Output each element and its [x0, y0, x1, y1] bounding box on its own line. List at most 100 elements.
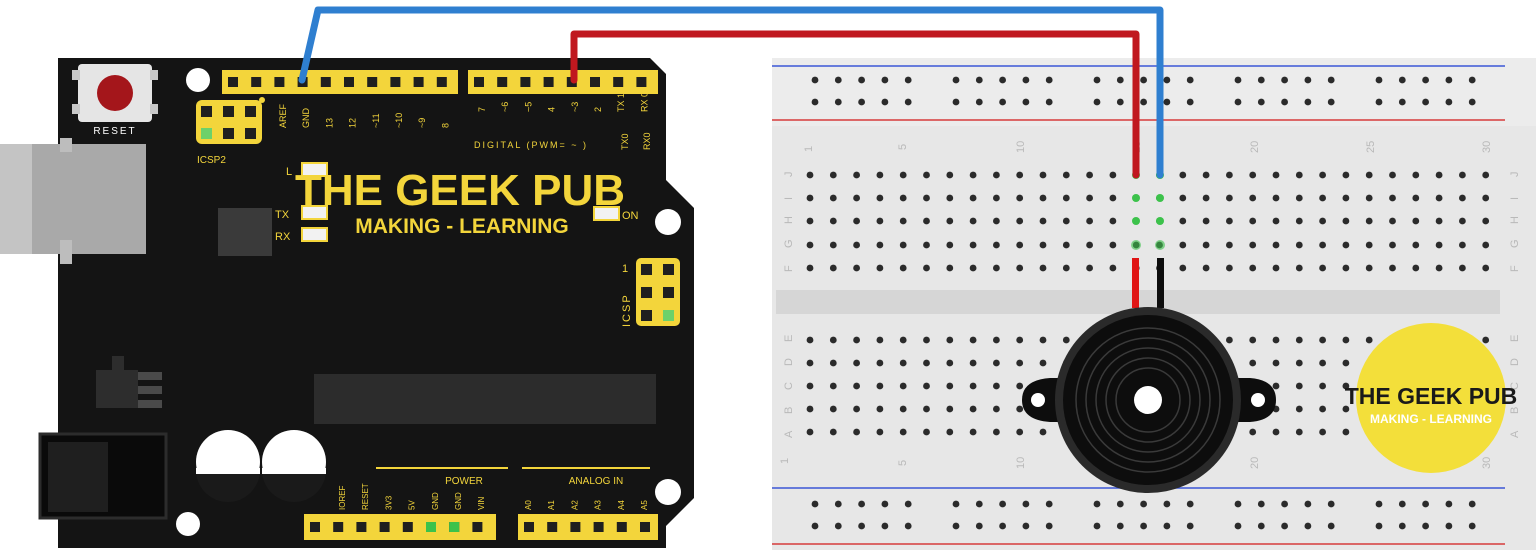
rail-hole: [1398, 522, 1406, 530]
pin-label: GND: [431, 492, 440, 510]
breadboard-hole: [1272, 217, 1280, 225]
rail-hole: [1304, 98, 1312, 106]
pin-label: 4: [547, 107, 557, 112]
rail-hole: [1163, 522, 1171, 530]
breadboard-hole: [899, 241, 907, 249]
breadboard-hole: [1389, 171, 1396, 179]
breadboard-hole: [1412, 171, 1420, 179]
breadboard-hole: [923, 382, 930, 390]
row-letter: I: [1509, 197, 1521, 200]
breadboard-hole: [969, 264, 977, 272]
breadboard-hole: [923, 264, 930, 272]
col-num: 5: [897, 460, 909, 466]
row-letter: I: [783, 197, 795, 200]
reset-button[interactable]: [72, 64, 158, 122]
breadboard-hole: [923, 336, 930, 344]
breadboard-hole: [1272, 264, 1280, 272]
breadboard-hole: [1272, 171, 1280, 179]
header-pin: [390, 77, 401, 87]
rail-hole: [1163, 76, 1171, 84]
breadboard-hole: [1319, 194, 1326, 202]
breadboard-hole: [1342, 405, 1350, 413]
breadboard-hole: [1109, 264, 1117, 272]
breadboard-hole: [993, 428, 1000, 436]
breadboard-hole: [1039, 217, 1047, 225]
pin3-wire[interactable]: [570, 30, 1140, 179]
capacitor: [262, 430, 326, 502]
breadboard-hole: [829, 264, 837, 272]
led-tx-label: TX: [275, 209, 290, 221]
breadboard-hole: [1062, 194, 1070, 202]
rail-hole: [999, 98, 1006, 106]
rail-hole: [975, 98, 983, 106]
icsp-label: ICSP: [621, 293, 633, 327]
breadboard-hole: [806, 382, 814, 390]
rail-hole: [1257, 522, 1265, 530]
pin-label: 3V3: [384, 495, 393, 510]
rail-hole: [1022, 522, 1030, 530]
breadboard-hole: [1365, 194, 1373, 202]
breadboard-hole: [946, 241, 954, 249]
breadboard-hole: [1295, 194, 1303, 202]
breadboard-hole: [1342, 428, 1350, 436]
breadboard-hole: [1365, 217, 1373, 225]
breadboard-hole: [853, 382, 860, 390]
breadboard-hole: [923, 171, 930, 179]
breadboard-hole: [1365, 171, 1373, 179]
gnd-wire[interactable]: [298, 6, 1164, 179]
breadboard-hole: [993, 382, 1000, 390]
breadboard-hole: [946, 336, 954, 344]
header-pin: [547, 522, 558, 532]
rail-hole: [1327, 522, 1335, 530]
row-letter: D: [1509, 358, 1521, 366]
rail-hole: [1022, 76, 1030, 84]
rail-hole: [999, 522, 1006, 530]
breadboard-hole: [923, 194, 930, 202]
breadboard-hole: [1249, 194, 1257, 202]
rail-hole: [999, 500, 1006, 508]
voltage-regulator: [96, 356, 162, 408]
breadboard-hole: [1039, 428, 1047, 436]
breadboard-hole: [876, 382, 884, 390]
breadboard-hole: [1389, 194, 1396, 202]
rail-hole: [881, 76, 889, 84]
breadboard-hole: [853, 359, 860, 367]
tx0-label: TX0: [620, 133, 630, 150]
rail-hole: [1234, 500, 1242, 508]
breadboard-hole: [1202, 217, 1210, 225]
rail-hole: [1468, 500, 1476, 508]
breadboard-hole: [1226, 217, 1233, 225]
breadboard-hole: [853, 241, 860, 249]
breadboard-hole: [806, 336, 814, 344]
row-letter: G: [783, 239, 795, 248]
rail-hole: [881, 98, 889, 106]
rail-hole: [1375, 522, 1383, 530]
row-letter: F: [1509, 265, 1521, 272]
breadboard-hole: [1062, 336, 1070, 344]
header-pin: [413, 77, 424, 87]
breadboard-hole: [1086, 194, 1093, 202]
breadboard-hole: [946, 428, 954, 436]
breadboard-hole: [1295, 171, 1303, 179]
header-pin: [543, 77, 554, 87]
breadboard-hole: [969, 194, 977, 202]
rail-hole: [1468, 522, 1476, 530]
logo-subtitle: MAKING - LEARNING: [1370, 412, 1492, 426]
row-letter: A: [1509, 430, 1521, 438]
breadboard-hole: [1109, 171, 1117, 179]
breadboard-hole: [1365, 264, 1373, 272]
breadboard-hole: [1016, 428, 1024, 436]
header-pin: [402, 522, 413, 532]
rail-hole: [1186, 500, 1194, 508]
breadboard-hole: [1342, 359, 1350, 367]
breadboard-hole: [993, 171, 1000, 179]
breadboard-hole: [1109, 217, 1117, 225]
breadboard-hole: [899, 217, 907, 225]
breadboard-hole: [1202, 241, 1210, 249]
rail-hole: [834, 522, 842, 530]
breadboard-hole: [1039, 264, 1047, 272]
pin-label: A4: [617, 500, 626, 510]
breadboard-hole: [876, 359, 884, 367]
pin-label: A2: [570, 500, 579, 510]
rail-hole: [1234, 522, 1242, 530]
